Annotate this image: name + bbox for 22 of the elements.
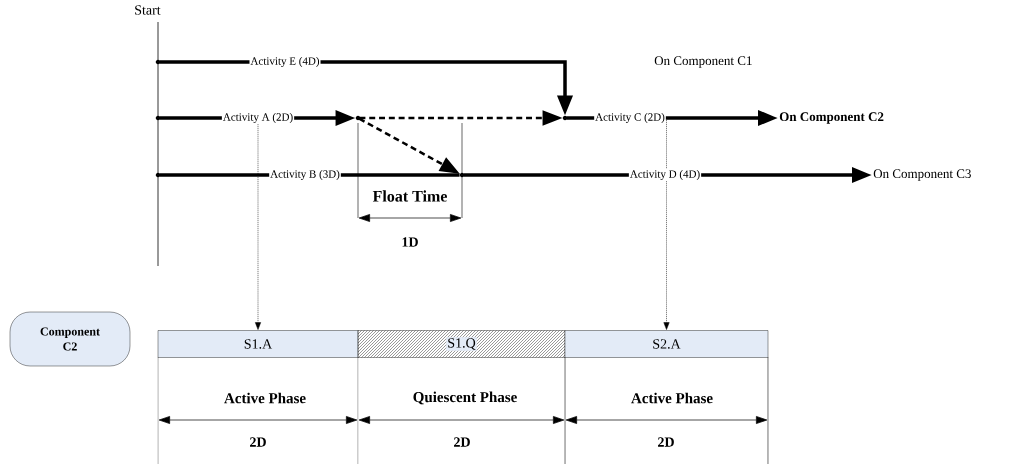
float-time-label: Float Time bbox=[372, 190, 447, 202]
component-box: Component C2 bbox=[9, 311, 131, 367]
leader-line bbox=[663, 119, 670, 330]
edge-label: Activity C (2D) bbox=[594, 112, 666, 124]
edge-label: Activity E (4D) bbox=[249, 56, 321, 68]
phase-label: Active Phase bbox=[631, 392, 713, 404]
duration-label: 2D bbox=[658, 437, 674, 447]
phase-label: Quiescent Phase bbox=[413, 391, 517, 405]
duration-label: 1D bbox=[402, 237, 418, 247]
state-box: S1.A bbox=[157, 330, 359, 358]
edge-label: Activity B (3D) bbox=[269, 169, 341, 181]
state-box: S2.A bbox=[564, 330, 769, 358]
duration-label: 2D bbox=[250, 437, 266, 447]
target-label: On Component C2 bbox=[779, 112, 884, 124]
phase-label: Active Phase bbox=[224, 392, 306, 404]
edge-label: Activity A (2D) bbox=[221, 112, 295, 124]
target-label: On Component C3 bbox=[873, 169, 971, 181]
component-label: On Component C1 bbox=[654, 56, 752, 68]
start-label: Start bbox=[135, 5, 161, 15]
edge-label: Activity D (4D) bbox=[628, 169, 702, 181]
hatched-state-box: S1.Q bbox=[357, 330, 566, 358]
duration-label: 2D bbox=[454, 437, 470, 447]
